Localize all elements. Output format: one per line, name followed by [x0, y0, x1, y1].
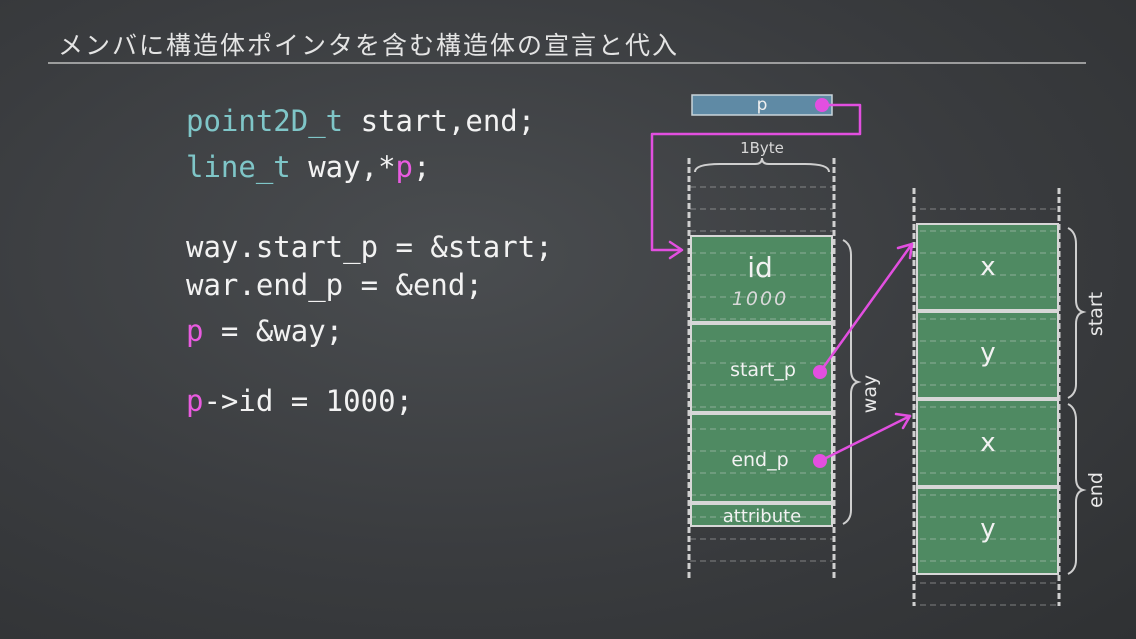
byte-size-label: 1Byte [740, 139, 784, 157]
field-end-p-label: end_p [731, 449, 788, 471]
code-text: ->id = 1000; [203, 384, 413, 418]
code-pointer-p: p [186, 384, 204, 418]
field-start-p-label: start_p [730, 359, 796, 381]
code-text: way,* [290, 150, 396, 184]
code-pointer-p: p [395, 150, 413, 184]
code-text: = &way; [203, 314, 344, 348]
way-label: way [859, 375, 881, 413]
start-label: start [1085, 292, 1107, 336]
code-line-6: p->id = 1000; [186, 384, 413, 418]
start-brace [1067, 227, 1087, 399]
code-type-point2d: point2D_t [186, 104, 344, 138]
code-line-5: p = &way; [186, 314, 343, 348]
end-label: end [1085, 472, 1107, 508]
start-x-label: x [980, 252, 995, 282]
start-p-arrowhead [896, 242, 914, 260]
end-p-arrowhead [894, 412, 912, 430]
end-y-label: y [980, 514, 995, 544]
pointer-p-arrow [650, 103, 862, 252]
pointer-p-arrowhead [668, 240, 684, 260]
code-line-4: war.end_p = &end; [186, 268, 483, 302]
pointer-p-dot [815, 98, 829, 112]
start-p-arrow [818, 242, 914, 374]
field-attribute-label: attribute [723, 506, 802, 527]
end-p-dot [813, 454, 827, 468]
point-cell-rows [917, 224, 1058, 574]
end-x-label: x [980, 428, 995, 458]
code-text: ; [413, 150, 431, 184]
end-brace [1067, 403, 1087, 575]
way-cell-rows [691, 236, 832, 526]
field-id-label: id [747, 251, 773, 284]
title-underline [48, 62, 1086, 64]
byte-brace [694, 157, 830, 173]
way-brace [842, 239, 862, 525]
start-y-label: y [980, 338, 995, 368]
start-p-dot [813, 365, 827, 379]
code-type-line: line_t [186, 150, 291, 184]
code-line-2: line_t way,*p; [186, 150, 430, 184]
field-id-value: 1000 [732, 288, 788, 310]
page-title: メンバに構造体ポインタを含む構造体の宣言と代入 [58, 31, 680, 60]
code-line-1: point2D_t start,end; [186, 104, 535, 138]
end-p-arrow [818, 414, 912, 463]
code-pointer-p: p [186, 314, 204, 348]
code-line-3: way.start_p = &start; [186, 230, 553, 264]
code-text: start,end; [343, 104, 536, 138]
pointer-p-label: p [757, 95, 768, 115]
